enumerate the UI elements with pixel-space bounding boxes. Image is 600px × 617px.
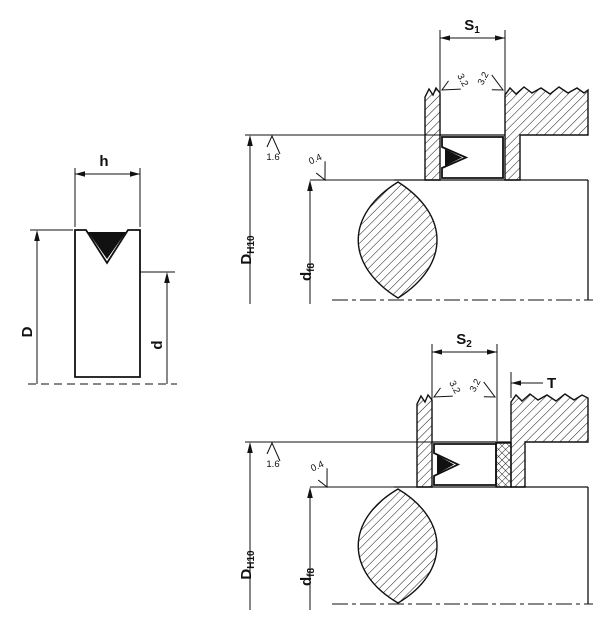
rod-break-section-2 — [357, 488, 438, 604]
roughness-groove-bottom-2: 1.6 — [266, 441, 281, 470]
seal-profile-outline — [74, 229, 141, 378]
t-label: T — [547, 375, 556, 392]
s2-label: S2 — [456, 331, 472, 350]
installation-figure-2: S2 T DH10 df8 3.2 3.2 — [238, 331, 593, 610]
installed-seal-2 — [433, 443, 497, 486]
seal-profile-lip-core — [88, 232, 126, 259]
s1-arrow-right — [495, 35, 505, 41]
roughness-rod-2: 0.4 — [309, 459, 328, 489]
t-dimension: T — [510, 372, 556, 398]
s1-arrow-left — [440, 35, 450, 41]
installed-seal-1 — [441, 136, 504, 179]
svg-text:0.4: 0.4 — [309, 459, 326, 475]
installed-seal-2-lip-core — [437, 455, 454, 474]
inner-diameter-label: d — [149, 340, 166, 349]
groove-diameter-label-2: DH10 — [238, 550, 257, 580]
groove-diameter-dimension-2: DH10 — [238, 442, 257, 610]
groove-diameter-label-1: DH10 — [238, 235, 257, 265]
s2-arrow-left — [432, 349, 442, 355]
rod-diameter-dimension-1: df8 — [298, 180, 317, 304]
svg-text:3.2: 3.2 — [454, 72, 470, 89]
h-arrow-right — [130, 171, 140, 177]
roughness-groove-right-1: 3.2 — [476, 70, 505, 91]
housing-left-wall-2 — [416, 393, 433, 488]
inner-diameter-arrow — [164, 272, 170, 283]
svg-text:3.2: 3.2 — [468, 377, 484, 394]
roughness-groove-left-1: 3.2 — [440, 72, 470, 91]
outer-diameter-dimension: D — [19, 229, 73, 384]
outer-diameter-arrow — [34, 230, 40, 241]
svg-text:3.2: 3.2 — [446, 379, 462, 396]
roughness-rod-1: 0.4 — [307, 152, 326, 182]
svg-text:3.2: 3.2 — [476, 70, 492, 87]
seal-profile-figure: h D d — [19, 153, 177, 385]
backup-ring — [495, 442, 512, 488]
installed-seal-1-lip-core — [445, 149, 462, 166]
s1-dimension: S1 — [439, 17, 506, 95]
roughness-groove-bottom-1: 1.6 — [266, 134, 281, 163]
groove-diameter-dimension-1: DH10 — [238, 135, 257, 304]
rod-diameter-dimension-2: df8 — [298, 487, 317, 610]
svg-text:0.4: 0.4 — [307, 152, 324, 168]
housing-left-wall-1 — [424, 86, 441, 181]
svg-text:1.6: 1.6 — [266, 152, 279, 163]
housing-right-block-2 — [510, 393, 589, 488]
roughness-groove-right-2: 3.2 — [468, 377, 497, 398]
h-arrow-left — [75, 171, 85, 177]
svg-text:1.6: 1.6 — [266, 459, 279, 470]
inner-diameter-dimension: d — [140, 271, 175, 384]
rod-diameter-label-2: df8 — [298, 568, 317, 587]
s2-arrow-right — [487, 349, 497, 355]
t-arrow — [511, 380, 521, 386]
h-dimension: h — [74, 153, 141, 227]
installation-figure-1: S1 DH10 df8 3.2 3.2 1.6 0.4 — [238, 17, 593, 304]
rod-diameter-label-1: df8 — [298, 263, 317, 282]
housing-right-block-1 — [504, 86, 589, 181]
s1-label: S1 — [464, 17, 480, 36]
outer-diameter-label: D — [19, 326, 36, 337]
rod-break-section-1 — [357, 181, 438, 299]
h-label: h — [99, 153, 108, 170]
roughness-groove-left-2: 3.2 — [432, 379, 462, 398]
s2-dimension: S2 — [431, 331, 498, 441]
